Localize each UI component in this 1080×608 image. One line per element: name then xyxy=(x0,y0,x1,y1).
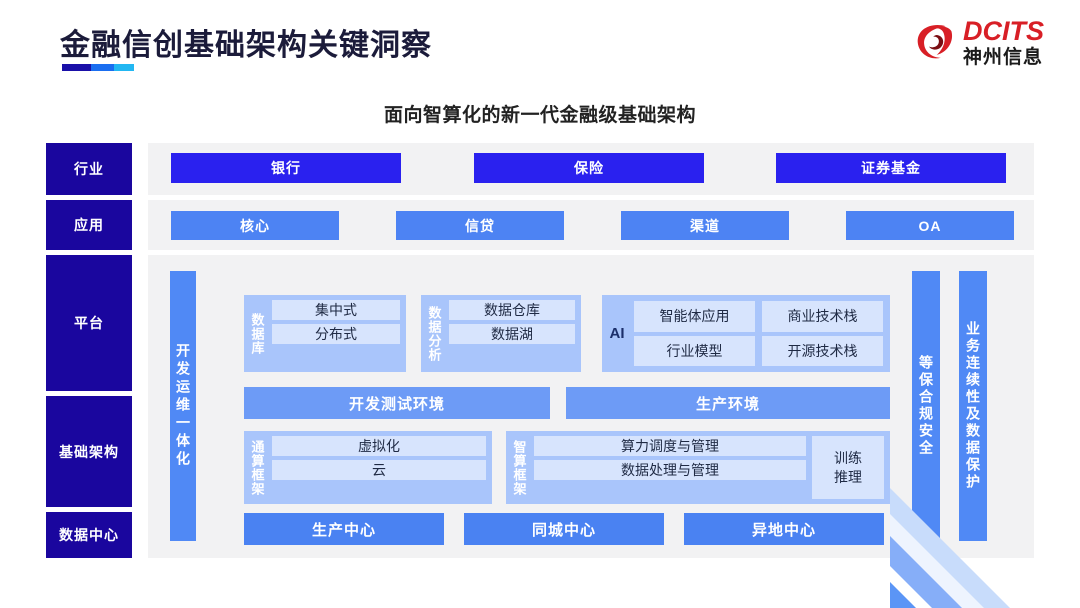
cell-data-lake[interactable]: 数据湖 xyxy=(449,324,575,344)
group-database-title: 数据库 xyxy=(249,312,265,355)
accent-segment-1 xyxy=(62,64,91,71)
industry-chip-securities-fund[interactable]: 证券基金 xyxy=(776,153,1006,183)
group-ai: AI 智能体应用 商业技术栈 行业模型 开源技术栈 xyxy=(602,295,890,372)
application-chip-credit[interactable]: 信贷 xyxy=(396,211,564,240)
bar-production-environment[interactable]: 生产环境 xyxy=(566,387,890,419)
application-chip-channel[interactable]: 渠道 xyxy=(621,211,789,240)
group-database-body: 集中式 分布式 xyxy=(270,295,406,372)
bar-production-center[interactable]: 生产中心 xyxy=(244,513,444,545)
accent-segment-3 xyxy=(113,64,134,71)
stripe-5 xyxy=(890,572,1080,608)
row-label-infrastructure: 基础架构 xyxy=(46,396,132,507)
swoosh-icon xyxy=(917,24,953,58)
cell-distributed[interactable]: 分布式 xyxy=(272,324,400,344)
group-ai-body: 智能体应用 商业技术栈 行业模型 开源技术栈 xyxy=(632,295,890,372)
group-intelligent-compute-title: 智算框架 xyxy=(511,439,527,496)
architecture-diagram: 行业 应用 平台 基础架构 数据中心 银行 保险 证券基金 核心 信贷 渠道 O… xyxy=(46,143,1034,568)
page-header: 金融信创基础架构关键洞察 DCITS 神州信息 xyxy=(0,0,1080,88)
logo-en-text: DCITS xyxy=(963,16,1044,46)
group-database: 数据库 集中式 分布式 xyxy=(244,295,406,372)
side-bar-compliance-security: 等保合规安全 xyxy=(912,271,940,541)
cell-open-source-tech-stack[interactable]: 开源技术栈 xyxy=(762,335,883,366)
cell-data-warehouse[interactable]: 数据仓库 xyxy=(449,300,575,320)
application-chip-oa[interactable]: OA xyxy=(846,211,1014,240)
box-training-inference[interactable]: 训练 推理 xyxy=(812,436,884,499)
cell-agent-application[interactable]: 智能体应用 xyxy=(634,301,755,332)
devops-vertical-bar: 开发运维一体化 xyxy=(170,271,196,541)
bar-same-city-center[interactable]: 同城中心 xyxy=(464,513,664,545)
group-analytics-title: 数据分析 xyxy=(426,305,442,362)
group-general-compute-body: 虚拟化 云 xyxy=(270,431,492,504)
bar-dev-test-environment[interactable]: 开发测试环境 xyxy=(244,387,550,419)
title-accent-underline xyxy=(62,64,134,71)
label-training: 训练 xyxy=(834,449,862,466)
company-logo: DCITS 神州信息 xyxy=(915,18,1044,67)
group-ai-title: AI xyxy=(609,325,625,342)
group-intelligent-compute-body: 算力调度与管理 数据处理与管理 xyxy=(532,431,890,504)
cell-cloud[interactable]: 云 xyxy=(272,460,486,480)
cell-industry-model[interactable]: 行业模型 xyxy=(634,335,755,366)
industry-chip-insurance[interactable]: 保险 xyxy=(474,153,704,183)
row-label-application: 应用 xyxy=(46,200,132,250)
group-analytics-body: 数据仓库 数据湖 xyxy=(447,295,581,372)
accent-segment-2 xyxy=(90,64,114,71)
bar-remote-center[interactable]: 异地中心 xyxy=(684,513,884,545)
cell-commercial-tech-stack[interactable]: 商业技术栈 xyxy=(762,301,883,332)
row-label-platform: 平台 xyxy=(46,255,132,391)
logo-cn-text: 神州信息 xyxy=(963,47,1044,68)
group-data-analytics: 数据分析 数据仓库 数据湖 xyxy=(421,295,581,372)
cell-data-processing-management[interactable]: 数据处理与管理 xyxy=(534,460,806,480)
row-label-industry: 行业 xyxy=(46,143,132,195)
cell-centralized[interactable]: 集中式 xyxy=(272,300,400,320)
application-chip-core[interactable]: 核心 xyxy=(171,211,339,240)
group-general-compute-framework: 通算框架 虚拟化 云 xyxy=(244,431,492,504)
logo-wordmark: DCITS 神州信息 xyxy=(963,16,1044,68)
industry-chip-bank[interactable]: 银行 xyxy=(171,153,401,183)
row-label-datacenter: 数据中心 xyxy=(46,512,132,558)
label-inference: 推理 xyxy=(834,468,862,485)
cell-virtualization[interactable]: 虚拟化 xyxy=(272,436,486,456)
group-general-compute-title: 通算框架 xyxy=(249,439,265,496)
side-bar-business-continuity-data-protection: 业务连续性及数据保护 xyxy=(959,271,987,541)
diagram-subtitle: 面向智算化的新一代金融级基础架构 xyxy=(383,105,696,126)
cell-compute-scheduling-management[interactable]: 算力调度与管理 xyxy=(534,436,806,456)
page-title: 金融信创基础架构关键洞察 xyxy=(60,29,432,62)
